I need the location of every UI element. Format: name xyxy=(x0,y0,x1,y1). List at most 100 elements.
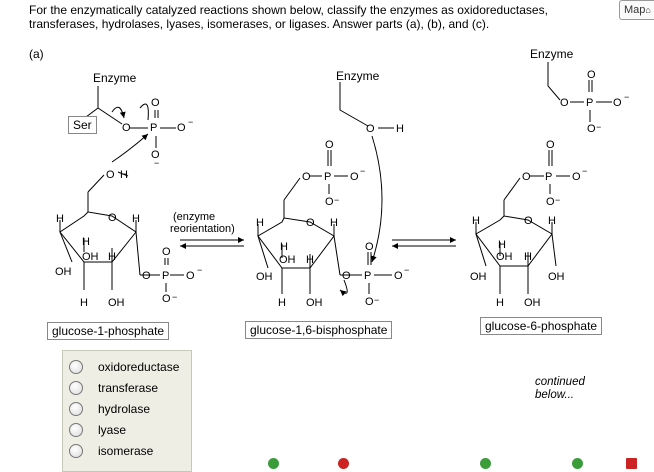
question-line-1: For the enzymatically catalyzed reaction… xyxy=(29,3,548,17)
svg-text:O: O xyxy=(325,196,334,208)
svg-text:−: − xyxy=(624,92,629,102)
radio-button[interactable] xyxy=(69,360,83,374)
svg-text:O: O xyxy=(365,241,374,253)
svg-text:OH: OH xyxy=(279,254,296,266)
svg-text:−: − xyxy=(374,295,379,305)
svg-text:−: − xyxy=(360,166,365,176)
svg-text:P: P xyxy=(364,270,371,282)
svg-text:O: O xyxy=(151,149,160,161)
svg-text:P: P xyxy=(150,122,157,134)
svg-text:O: O xyxy=(302,171,311,183)
svg-text:−: − xyxy=(197,265,202,275)
svg-text:H: H xyxy=(56,213,64,225)
svg-text:H: H xyxy=(306,254,314,266)
svg-text:OH: OH xyxy=(82,251,99,263)
map-button[interactable]: Map⌂ xyxy=(619,0,654,20)
radio-button[interactable] xyxy=(69,444,83,458)
svg-text:P: P xyxy=(545,171,552,183)
compound-label-2: glucose-1,6-bisphosphate xyxy=(245,321,393,339)
svg-text:−: − xyxy=(334,195,339,205)
footer-toolbar xyxy=(260,456,654,469)
svg-text:H: H xyxy=(256,217,264,229)
compound-label-3: glucose-6-phosphate xyxy=(480,317,603,335)
radio-button[interactable] xyxy=(69,402,83,416)
map-icon: ⌂ xyxy=(645,5,651,15)
svg-text:H: H xyxy=(396,123,404,135)
svg-text:O: O xyxy=(366,123,375,135)
svg-text:OH: OH xyxy=(524,297,541,309)
reorientation-label-2: reorientation) xyxy=(170,223,235,235)
svg-text:O: O xyxy=(365,296,374,308)
svg-text:−: − xyxy=(582,166,587,176)
svg-text:O: O xyxy=(162,293,171,305)
option-lyase[interactable]: lyase xyxy=(69,421,126,439)
svg-text:O: O xyxy=(546,139,555,151)
svg-text:O: O xyxy=(587,69,596,81)
svg-text:−: − xyxy=(154,158,159,168)
svg-text:OH: OH xyxy=(306,297,323,309)
svg-text:O: O xyxy=(394,270,403,282)
option-hydrolase[interactable]: hydrolase xyxy=(69,400,150,418)
svg-text:P: P xyxy=(324,171,331,183)
svg-text:H: H xyxy=(472,215,480,227)
svg-text:O: O xyxy=(524,215,533,227)
svg-text:−: − xyxy=(596,122,601,132)
exit-icon[interactable] xyxy=(626,458,637,469)
svg-text:H: H xyxy=(498,239,506,251)
svg-text:O: O xyxy=(151,97,160,109)
svg-text:OH: OH xyxy=(548,271,565,283)
svg-text:O: O xyxy=(522,171,531,183)
svg-text:O: O xyxy=(342,270,351,282)
next-icon[interactable] xyxy=(572,458,583,469)
compound-label-1: glucose-1-phosphate xyxy=(47,322,170,340)
svg-text:OH: OH xyxy=(55,266,72,278)
svg-text:H: H xyxy=(120,169,128,181)
svg-text:−: − xyxy=(172,292,177,302)
svg-text:H: H xyxy=(82,236,90,248)
svg-text:−: − xyxy=(555,195,560,205)
svg-text:OH: OH xyxy=(470,271,487,283)
svg-text:H: H xyxy=(278,297,286,309)
previous-icon[interactable] xyxy=(268,458,279,469)
svg-text:O: O xyxy=(350,171,359,183)
svg-text:H: H xyxy=(330,217,338,229)
svg-text:O: O xyxy=(325,139,334,151)
answer-options-panel: oxidoreductase transferase hydrolase lya… xyxy=(62,350,192,472)
svg-text:H: H xyxy=(548,215,556,227)
svg-text:OH: OH xyxy=(256,271,273,283)
svg-text:O: O xyxy=(572,171,581,183)
enzyme-label-1: Enzyme xyxy=(93,71,137,85)
svg-text:−: − xyxy=(188,117,193,127)
question-line-2: transferases, hydrolases, lyases, isomer… xyxy=(29,17,490,31)
svg-text:H: H xyxy=(280,241,288,253)
svg-text:O: O xyxy=(306,217,315,229)
option-isomerase[interactable]: isomerase xyxy=(69,442,153,460)
ser-label: Ser xyxy=(68,116,97,134)
svg-text:O: O xyxy=(546,196,555,208)
svg-text:OH: OH xyxy=(108,297,125,309)
radio-button[interactable] xyxy=(69,381,83,395)
option-transferase[interactable]: transferase xyxy=(69,379,158,397)
check-answer-icon[interactable] xyxy=(480,458,491,469)
svg-text:OH: OH xyxy=(496,251,513,263)
svg-text:−: − xyxy=(404,265,409,275)
svg-text:H: H xyxy=(524,251,532,263)
svg-text:O: O xyxy=(106,169,115,181)
radio-button[interactable] xyxy=(69,423,83,437)
enzyme-label-2: Enzyme xyxy=(336,69,380,83)
part-label: (a) xyxy=(29,47,44,61)
continued-note: continued below... xyxy=(535,376,585,401)
svg-text:H: H xyxy=(80,297,88,309)
svg-text:O: O xyxy=(162,246,171,258)
svg-text:P: P xyxy=(162,270,169,282)
svg-text:O: O xyxy=(108,212,117,224)
option-oxidoreductase[interactable]: oxidoreductase xyxy=(69,358,179,376)
svg-text:O: O xyxy=(177,122,186,134)
enzyme-label-3: Enzyme xyxy=(530,47,574,61)
svg-text:H: H xyxy=(108,251,116,263)
svg-text:H: H xyxy=(132,213,140,225)
give-up-icon[interactable] xyxy=(338,458,349,469)
svg-text:O: O xyxy=(560,97,569,109)
svg-text:O: O xyxy=(186,270,195,282)
